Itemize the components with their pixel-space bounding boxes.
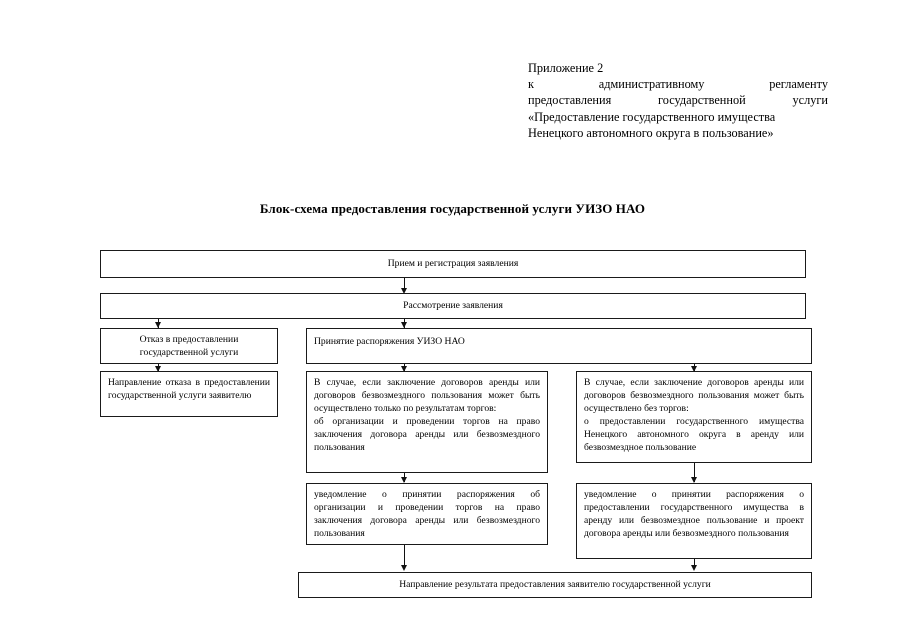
flow-box-notice-noauction-label: уведомление о принятии распоряжения о пр…: [584, 489, 804, 540]
connector-intake-to-review: [404, 278, 405, 290]
arrowhead-review-to-refusal: [154, 322, 161, 328]
flow-box-order-label: Принятие распоряжения УИЗО НАО: [314, 336, 465, 347]
flow-box-notice-auction-label: уведомление о принятии распоряжения об о…: [314, 489, 540, 540]
appendix-line-2b: предоставления государственной услуги: [528, 93, 828, 108]
flow-box-refusal-label: Отказ в предоставлении государственной у…: [139, 333, 239, 358]
arrowhead-order-to-auction-case: [400, 366, 407, 372]
arrowhead-notice-noauction-to-result: [690, 565, 697, 571]
arrowhead-auction-case-to-notice: [400, 477, 407, 483]
appendix-line-1: Приложение 2: [528, 61, 604, 75]
arrowhead-order-to-noauction-case: [690, 366, 697, 372]
flow-box-review-label: Рассмотрение заявления: [403, 300, 503, 312]
connector-noauction-case-to-notice: [694, 463, 695, 482]
flow-box-intake-label: Прием и регистрация заявления: [387, 258, 519, 270]
flow-box-intake: Прием и регистрация заявления: [100, 250, 806, 278]
flow-box-notice-noauction: уведомление о принятии распоряжения о пр…: [576, 483, 812, 559]
arrowhead-notice-auction-to-result: [400, 565, 407, 571]
flow-box-refusal-send: Направление отказа в предоставлении госу…: [100, 371, 278, 417]
appendix-line-2a: к административному регламенту: [528, 77, 828, 92]
flow-box-noauction-case: В случае, если заключение договоров арен…: [576, 371, 812, 463]
flow-box-result: Направление результата предоставления за…: [298, 572, 812, 598]
appendix-line-4: Ненецкого автономного округа в пользован…: [528, 125, 774, 140]
flow-box-auction-case: В случае, если заключение договоров арен…: [306, 371, 548, 473]
appendix-line-3: «Предоставление государственного имущест…: [528, 109, 776, 124]
appendix-reference-block: Приложение 2 к административному регламе…: [528, 60, 828, 141]
flow-box-review: Рассмотрение заявления: [100, 293, 806, 319]
flow-box-result-label: Направление результата предоставления за…: [399, 579, 711, 591]
flow-box-auction-case-paragraph-2: об организации и проведении торгов на пр…: [314, 416, 540, 454]
flow-box-noauction-case-paragraph-1: В случае, если заключение договоров арен…: [584, 377, 804, 415]
arrowhead-review-to-order: [400, 322, 407, 328]
flow-box-notice-auction: уведомление о принятии распоряжения об о…: [306, 483, 548, 545]
connector-notice-auction-to-result: [404, 545, 405, 567]
flow-box-refusal: Отказ в предоставлении государственной у…: [100, 328, 278, 364]
arrowhead-noauction-case-to-notice: [690, 477, 697, 483]
connector-notice-noauction-to-result: [694, 559, 695, 567]
arrowhead-refusal-to-send: [154, 366, 161, 372]
flow-box-refusal-send-label: Направление отказа в предоставлении госу…: [108, 377, 270, 402]
flow-box-auction-case-paragraph-1: В случае, если заключение договоров арен…: [314, 377, 540, 415]
arrowhead-intake-to-review: [400, 288, 407, 294]
flow-box-noauction-case-paragraph-2: о предоставлении государственного имущес…: [584, 416, 804, 454]
page-title: Блок-схема предоставления государственно…: [259, 201, 646, 216]
flow-box-order: Принятие распоряжения УИЗО НАО: [306, 328, 812, 364]
